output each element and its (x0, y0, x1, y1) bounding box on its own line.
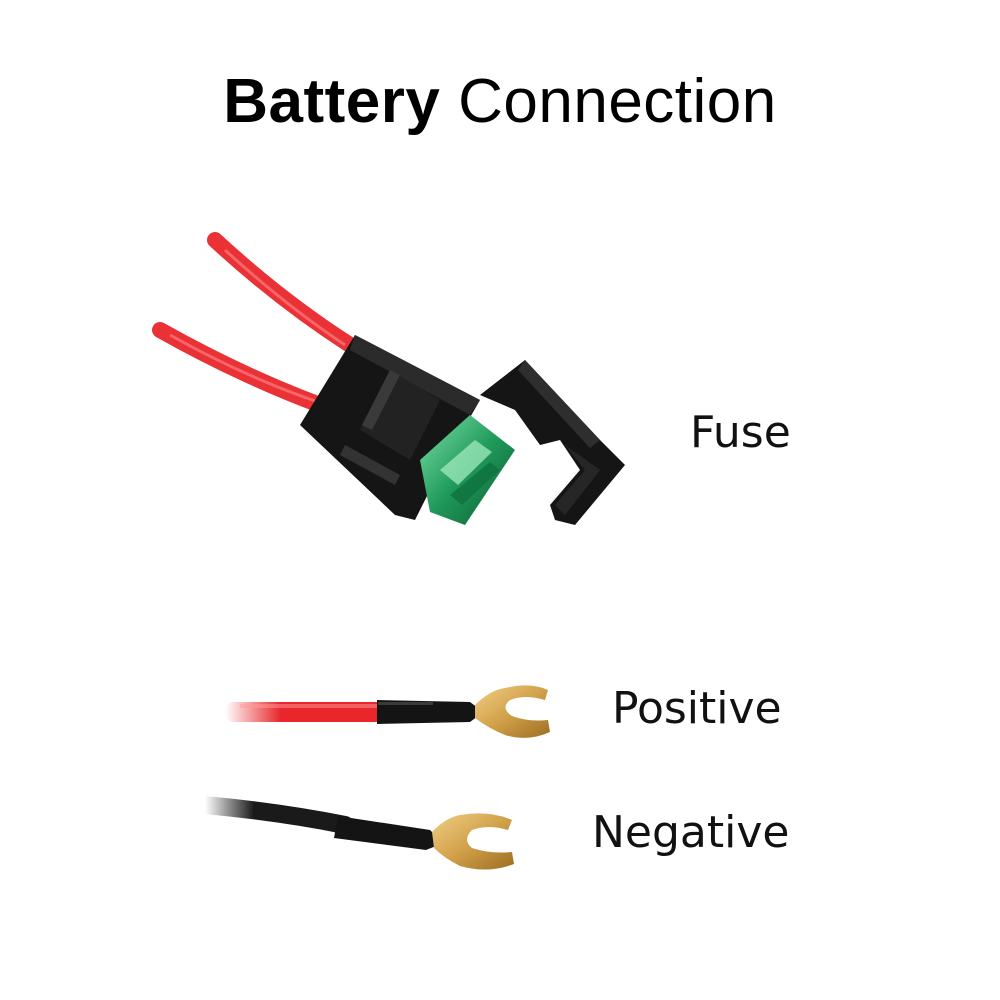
positive-label: Positive (612, 683, 782, 734)
fuse-label: Fuse (690, 407, 791, 458)
positive-sleeve (377, 700, 478, 724)
red-wire-upper (207, 232, 358, 353)
title-bold: Battery (223, 67, 441, 136)
negative-fork (432, 813, 514, 870)
positive-fork (475, 685, 550, 738)
positive-terminal (225, 685, 550, 738)
page-title: Battery Connection (0, 62, 1000, 142)
fuse-holder (152, 232, 625, 525)
negative-sleeve (334, 816, 438, 850)
negative-label: Negative (592, 807, 790, 858)
negative-wire (196, 796, 354, 834)
title-rest: Connection (440, 67, 777, 136)
negative-terminal (196, 796, 514, 870)
